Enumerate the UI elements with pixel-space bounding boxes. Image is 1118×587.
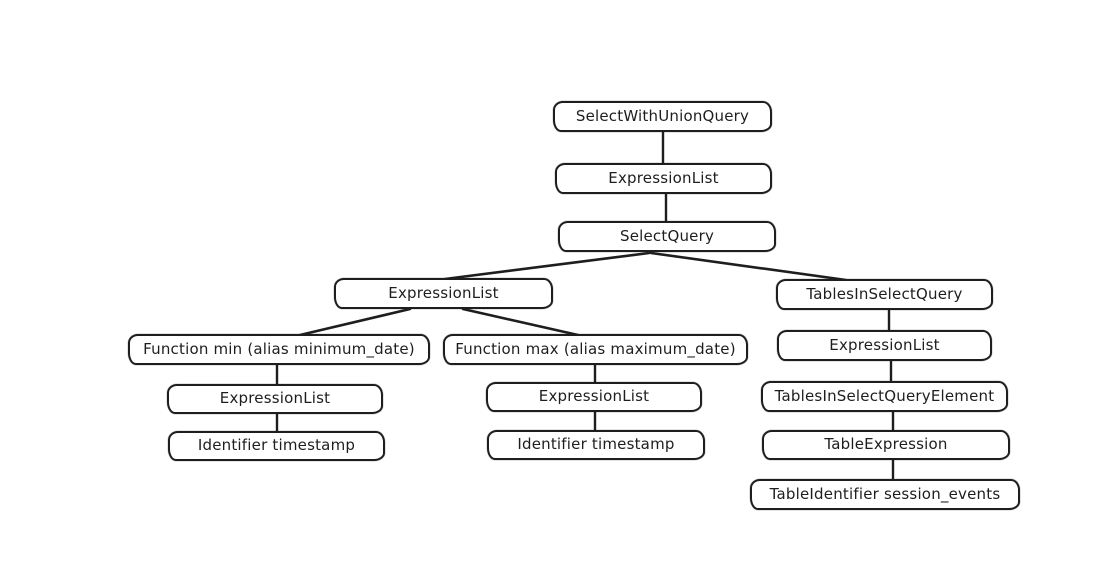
node-expression-list-top: ExpressionList (555, 163, 772, 194)
node-label: TablesInSelectQueryElement (774, 386, 995, 405)
edge-selectquery-to-expressionlist-left (443, 251, 651, 281)
node-table-expression: TableExpression (762, 430, 1010, 460)
node-label: TablesInSelectQuery (806, 284, 963, 303)
node-label: ExpressionList (388, 283, 499, 302)
node-select-query: SelectQuery (558, 221, 776, 252)
node-label: TableIdentifier session_events (769, 484, 1001, 503)
node-label: ExpressionList (829, 335, 940, 354)
node-tables-in-select-query-element: TablesInSelectQueryElement (761, 381, 1008, 412)
node-label: SelectWithUnionQuery (575, 106, 750, 125)
node-identifier-timestamp-min: Identifier timestamp (168, 431, 385, 461)
node-expression-list-select: ExpressionList (334, 278, 553, 309)
node-function-max: Function max (alias maximum_date) (443, 334, 748, 365)
edge-expressionlist-to-functionmax (461, 307, 580, 337)
node-label: ExpressionList (608, 168, 719, 187)
node-label: Identifier timestamp (517, 435, 675, 453)
node-label: SelectQuery (619, 226, 715, 245)
node-identifier-timestamp-max: Identifier timestamp (487, 430, 705, 460)
node-tables-in-select-query: TablesInSelectQuery (776, 279, 993, 310)
node-label: ExpressionList (538, 387, 650, 405)
node-label: TableExpression (824, 435, 948, 453)
node-label: ExpressionList (219, 389, 331, 407)
node-expression-list-max: ExpressionList (486, 382, 702, 412)
node-label: Identifier timestamp (197, 436, 356, 454)
edge-selectquery-to-tablesinselectquery (649, 251, 848, 282)
node-expression-list-min: ExpressionList (167, 384, 383, 414)
node-select-with-union-query: SelectWithUnionQuery (553, 101, 772, 132)
edge-expressionlist-to-functionmin (298, 307, 412, 337)
node-expression-list-tables: ExpressionList (777, 330, 992, 361)
node-table-identifier-session-events: TableIdentifier session_events (750, 479, 1020, 510)
node-function-min: Function min (alias minimum_date) (128, 334, 430, 365)
node-label: Function max (alias maximum_date) (455, 339, 736, 358)
node-label: Function min (alias minimum_date) (143, 339, 415, 358)
